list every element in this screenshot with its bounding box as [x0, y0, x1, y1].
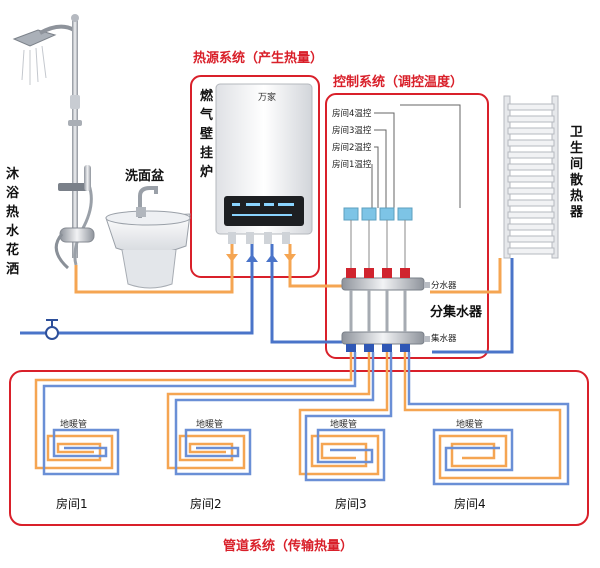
radiator-label-6: 器 [569, 205, 584, 220]
thermostat-label-room3: 房间3温控 [332, 125, 372, 136]
shower-label-2: 浴 [6, 185, 20, 201]
shower-label-6: 洒 [6, 261, 19, 277]
thermostat-panels [343, 207, 413, 221]
thermostat-label-room4: 房间4温控 [332, 108, 372, 119]
shower-label-4: 水 [6, 223, 20, 239]
boiler-label-5: 炉 [200, 164, 213, 180]
room3-label: 房间3 [335, 496, 367, 511]
heat-source-frame [190, 75, 320, 278]
shower-icon [12, 14, 95, 270]
thermostat-label-room1: 房间1温控 [332, 159, 372, 170]
floor-loops [34, 352, 570, 486]
basin-icon [105, 186, 191, 289]
radiator-label-5: 热 [570, 188, 583, 204]
boiler-label-1: 燃 [200, 88, 214, 104]
room4-pipe-label: 地暖管 [456, 418, 483, 430]
manifold-label: 分集水器 [430, 304, 483, 320]
shower-label-1: 沐 [6, 166, 20, 182]
boiler-label-2: 气 [200, 107, 213, 123]
radiator-label-4: 散 [570, 172, 584, 188]
boiler-brand: 万家 [258, 91, 276, 103]
manifold-icon [341, 268, 430, 352]
shower-label-3: 热 [6, 204, 19, 220]
actuator-wires [350, 220, 406, 268]
room1-pipe-label: 地暖管 [60, 418, 87, 430]
inlet-valve-icon [45, 319, 59, 340]
shower-label-5: 花 [6, 242, 19, 258]
radiator-label-1: 卫 [570, 125, 583, 140]
boiler-label-3: 壁 [200, 126, 213, 142]
room2-pipe-label: 地暖管 [196, 418, 223, 430]
control-frame [325, 93, 489, 359]
room2-label: 房间2 [190, 496, 222, 511]
room4-label: 房间4 [454, 496, 486, 511]
room3-pipe-label: 地暖管 [330, 418, 357, 430]
radiator-label-3: 间 [570, 156, 583, 172]
control-title: 控制系统（调控温度） [333, 74, 463, 90]
supply-manifold-label: 分水器 [431, 280, 457, 291]
pipeline-title: 管道系统（传输热量） [223, 538, 353, 554]
radiator-label-2: 生 [570, 140, 583, 156]
thermostat-labels: 房间4温控 房间3温控 房间2温控 房间1温控 [332, 108, 372, 170]
thermostat-label-room2: 房间2温控 [332, 142, 372, 153]
return-manifold-label: 集水器 [431, 333, 457, 344]
radiator-icon [503, 95, 559, 259]
flow-arrows [226, 254, 296, 262]
pipeline-frame [9, 370, 589, 526]
boiler-icon [215, 83, 313, 244]
boiler-label-4: 挂 [200, 145, 213, 161]
basin-label: 洗面盆 [125, 168, 165, 184]
room1-label: 房间1 [56, 496, 88, 511]
heat-source-title: 热源系统（产生热量） [193, 50, 323, 66]
thermostat-wires [371, 104, 461, 208]
